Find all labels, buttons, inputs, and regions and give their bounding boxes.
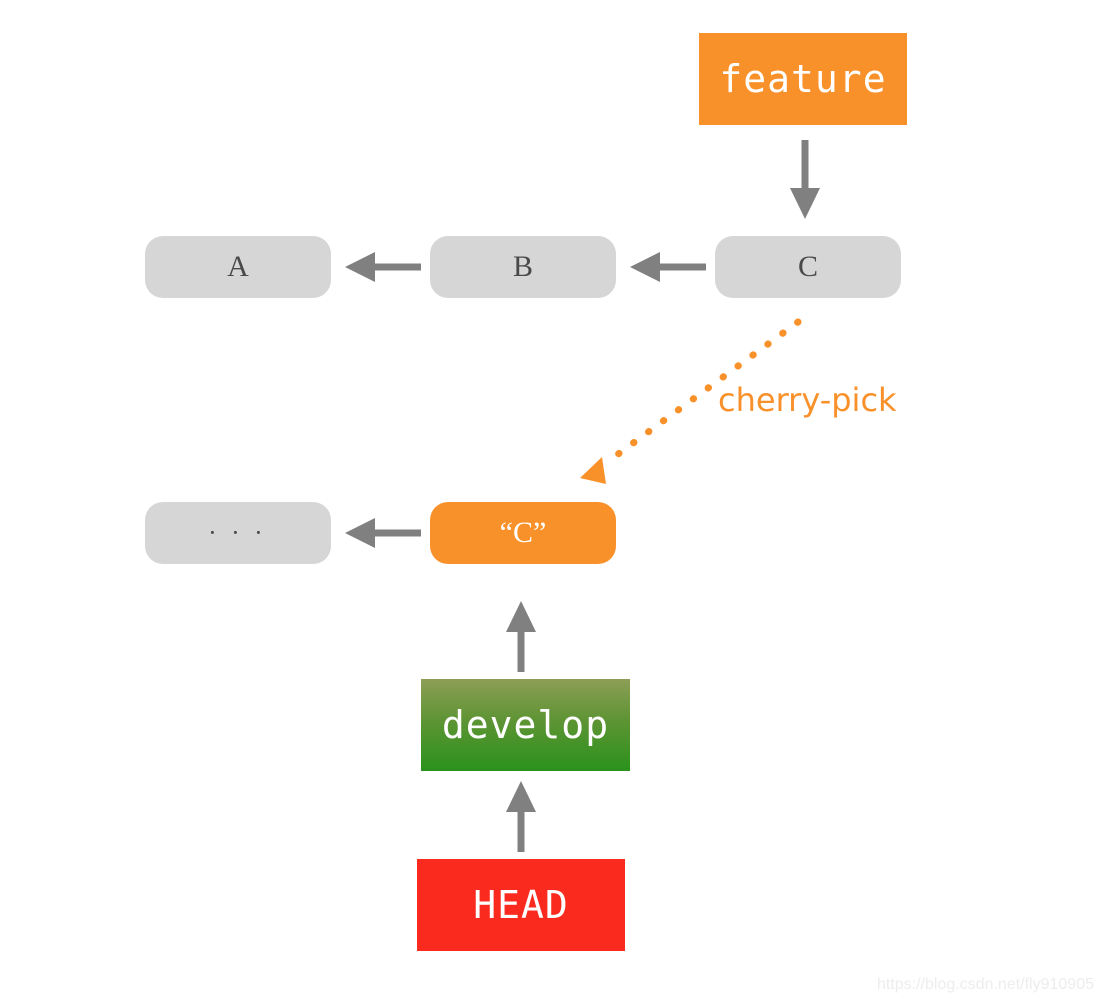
arrow-b-to-a [345,252,421,282]
branch-label-develop[interactable]: develop [421,679,630,771]
commit-node-b[interactable]: B [430,236,616,298]
arrow-cprime-to-dots [345,518,421,548]
arrow-head-to-develop [506,781,536,852]
cherry-pick-label: cherry-pick [718,381,897,419]
arrow-develop-to-cprime [506,601,536,672]
commit-node-c[interactable]: C [715,236,901,298]
commit-node-a[interactable]: A [145,236,331,298]
arrow-feature-to-c [790,140,820,219]
branch-label-feature[interactable]: feature [699,33,907,125]
commit-node-ellipsis[interactable]: ∙ ∙ ∙ [145,502,331,564]
arrow-c-to-b [630,252,706,282]
watermark-text: https://blog.csdn.net/fly910905 [876,976,1094,993]
commit-node-c-prime[interactable]: “C” [430,502,616,564]
branch-label-head[interactable]: HEAD [417,859,625,951]
